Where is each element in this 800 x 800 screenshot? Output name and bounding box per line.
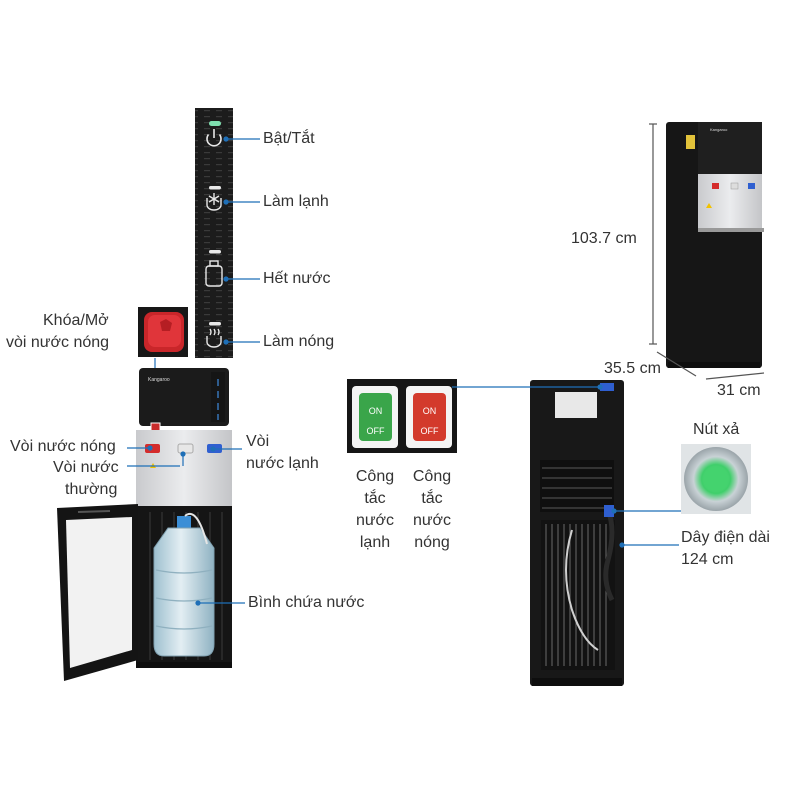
brand-logo-front: Kangaroo bbox=[148, 377, 170, 383]
power-label: Bật/Tắt bbox=[263, 130, 315, 147]
normal-tap-label-line2: thường bbox=[65, 481, 118, 498]
hot-switch-label-1: Công bbox=[412, 468, 452, 485]
out-of-water-label: Hết nước bbox=[263, 270, 331, 287]
dimension-view: Kangaroo bbox=[666, 122, 764, 368]
power-icon bbox=[206, 129, 222, 147]
hot-switch-label-3: nước bbox=[412, 512, 452, 529]
power-cord-label-line1: Dây điện dài bbox=[681, 529, 770, 546]
power-cord-label-line2: 124 cm bbox=[681, 551, 734, 568]
heating-label: Làm nóng bbox=[263, 333, 335, 350]
back-callout-lines bbox=[452, 384, 681, 548]
drain-button-label: Nút xả bbox=[693, 421, 740, 438]
front-callout-lines bbox=[127, 445, 245, 606]
back-view bbox=[530, 380, 624, 686]
width-dimension: 31 cm bbox=[717, 382, 761, 399]
water-bottle bbox=[153, 513, 215, 657]
cold-switch-label-1: Công bbox=[355, 468, 395, 485]
switches-inset: ON OFF ON OFF bbox=[347, 379, 457, 453]
cold-switch-label-3: nước bbox=[355, 512, 395, 529]
depth-dimension: 35.5 cm bbox=[604, 360, 661, 377]
svg-text:Kangaroo: Kangaroo bbox=[710, 127, 728, 132]
panel-callout-lines bbox=[223, 136, 260, 345]
normal-tap bbox=[177, 443, 194, 454]
hot-switch-label-4: nóng bbox=[414, 534, 450, 551]
hot-switch-label-2: tắc bbox=[421, 490, 443, 507]
hot-switch-on-label: ON bbox=[423, 406, 437, 416]
hot-switch-off-label: OFF bbox=[421, 426, 439, 436]
hot-switch-graphic: ON OFF bbox=[406, 386, 452, 448]
power-indicator-light bbox=[209, 121, 221, 126]
cold-tap-label-line2: nước lạnh bbox=[246, 455, 319, 472]
front-dispenser: Kangaroo bbox=[57, 368, 232, 681]
drain-button-inset bbox=[681, 444, 751, 514]
height-dimension: 103.7 cm bbox=[571, 230, 637, 247]
open-door bbox=[57, 504, 138, 681]
dimension-lines bbox=[649, 123, 765, 380]
cold-tap-label-line1: Vòi bbox=[246, 433, 270, 450]
control-panel-strip bbox=[195, 108, 233, 358]
cold-switch-off-label: OFF bbox=[367, 426, 385, 436]
cold-switch-label-2: tắc bbox=[364, 490, 386, 507]
cold-switch-graphic: ON OFF bbox=[352, 386, 398, 448]
hot-lock-button-inset bbox=[138, 307, 188, 425]
steam-icon bbox=[206, 328, 222, 348]
bottle-label: Bình chứa nước bbox=[248, 594, 365, 611]
bottle-icon bbox=[205, 260, 223, 287]
cooling-label: Làm lạnh bbox=[263, 193, 329, 210]
hot-tap-label: Vòi nước nóng bbox=[10, 438, 116, 455]
normal-tap-label-line1: Vòi nước bbox=[53, 459, 119, 476]
hot-lock-label-line2: vòi nước nóng bbox=[6, 334, 110, 351]
hot-lock-label-line1: Khóa/Mở bbox=[43, 312, 109, 329]
snowflake-icon bbox=[206, 193, 222, 211]
cold-switch-on-label: ON bbox=[369, 406, 383, 416]
cold-switch-label-4: lạnh bbox=[359, 534, 391, 551]
